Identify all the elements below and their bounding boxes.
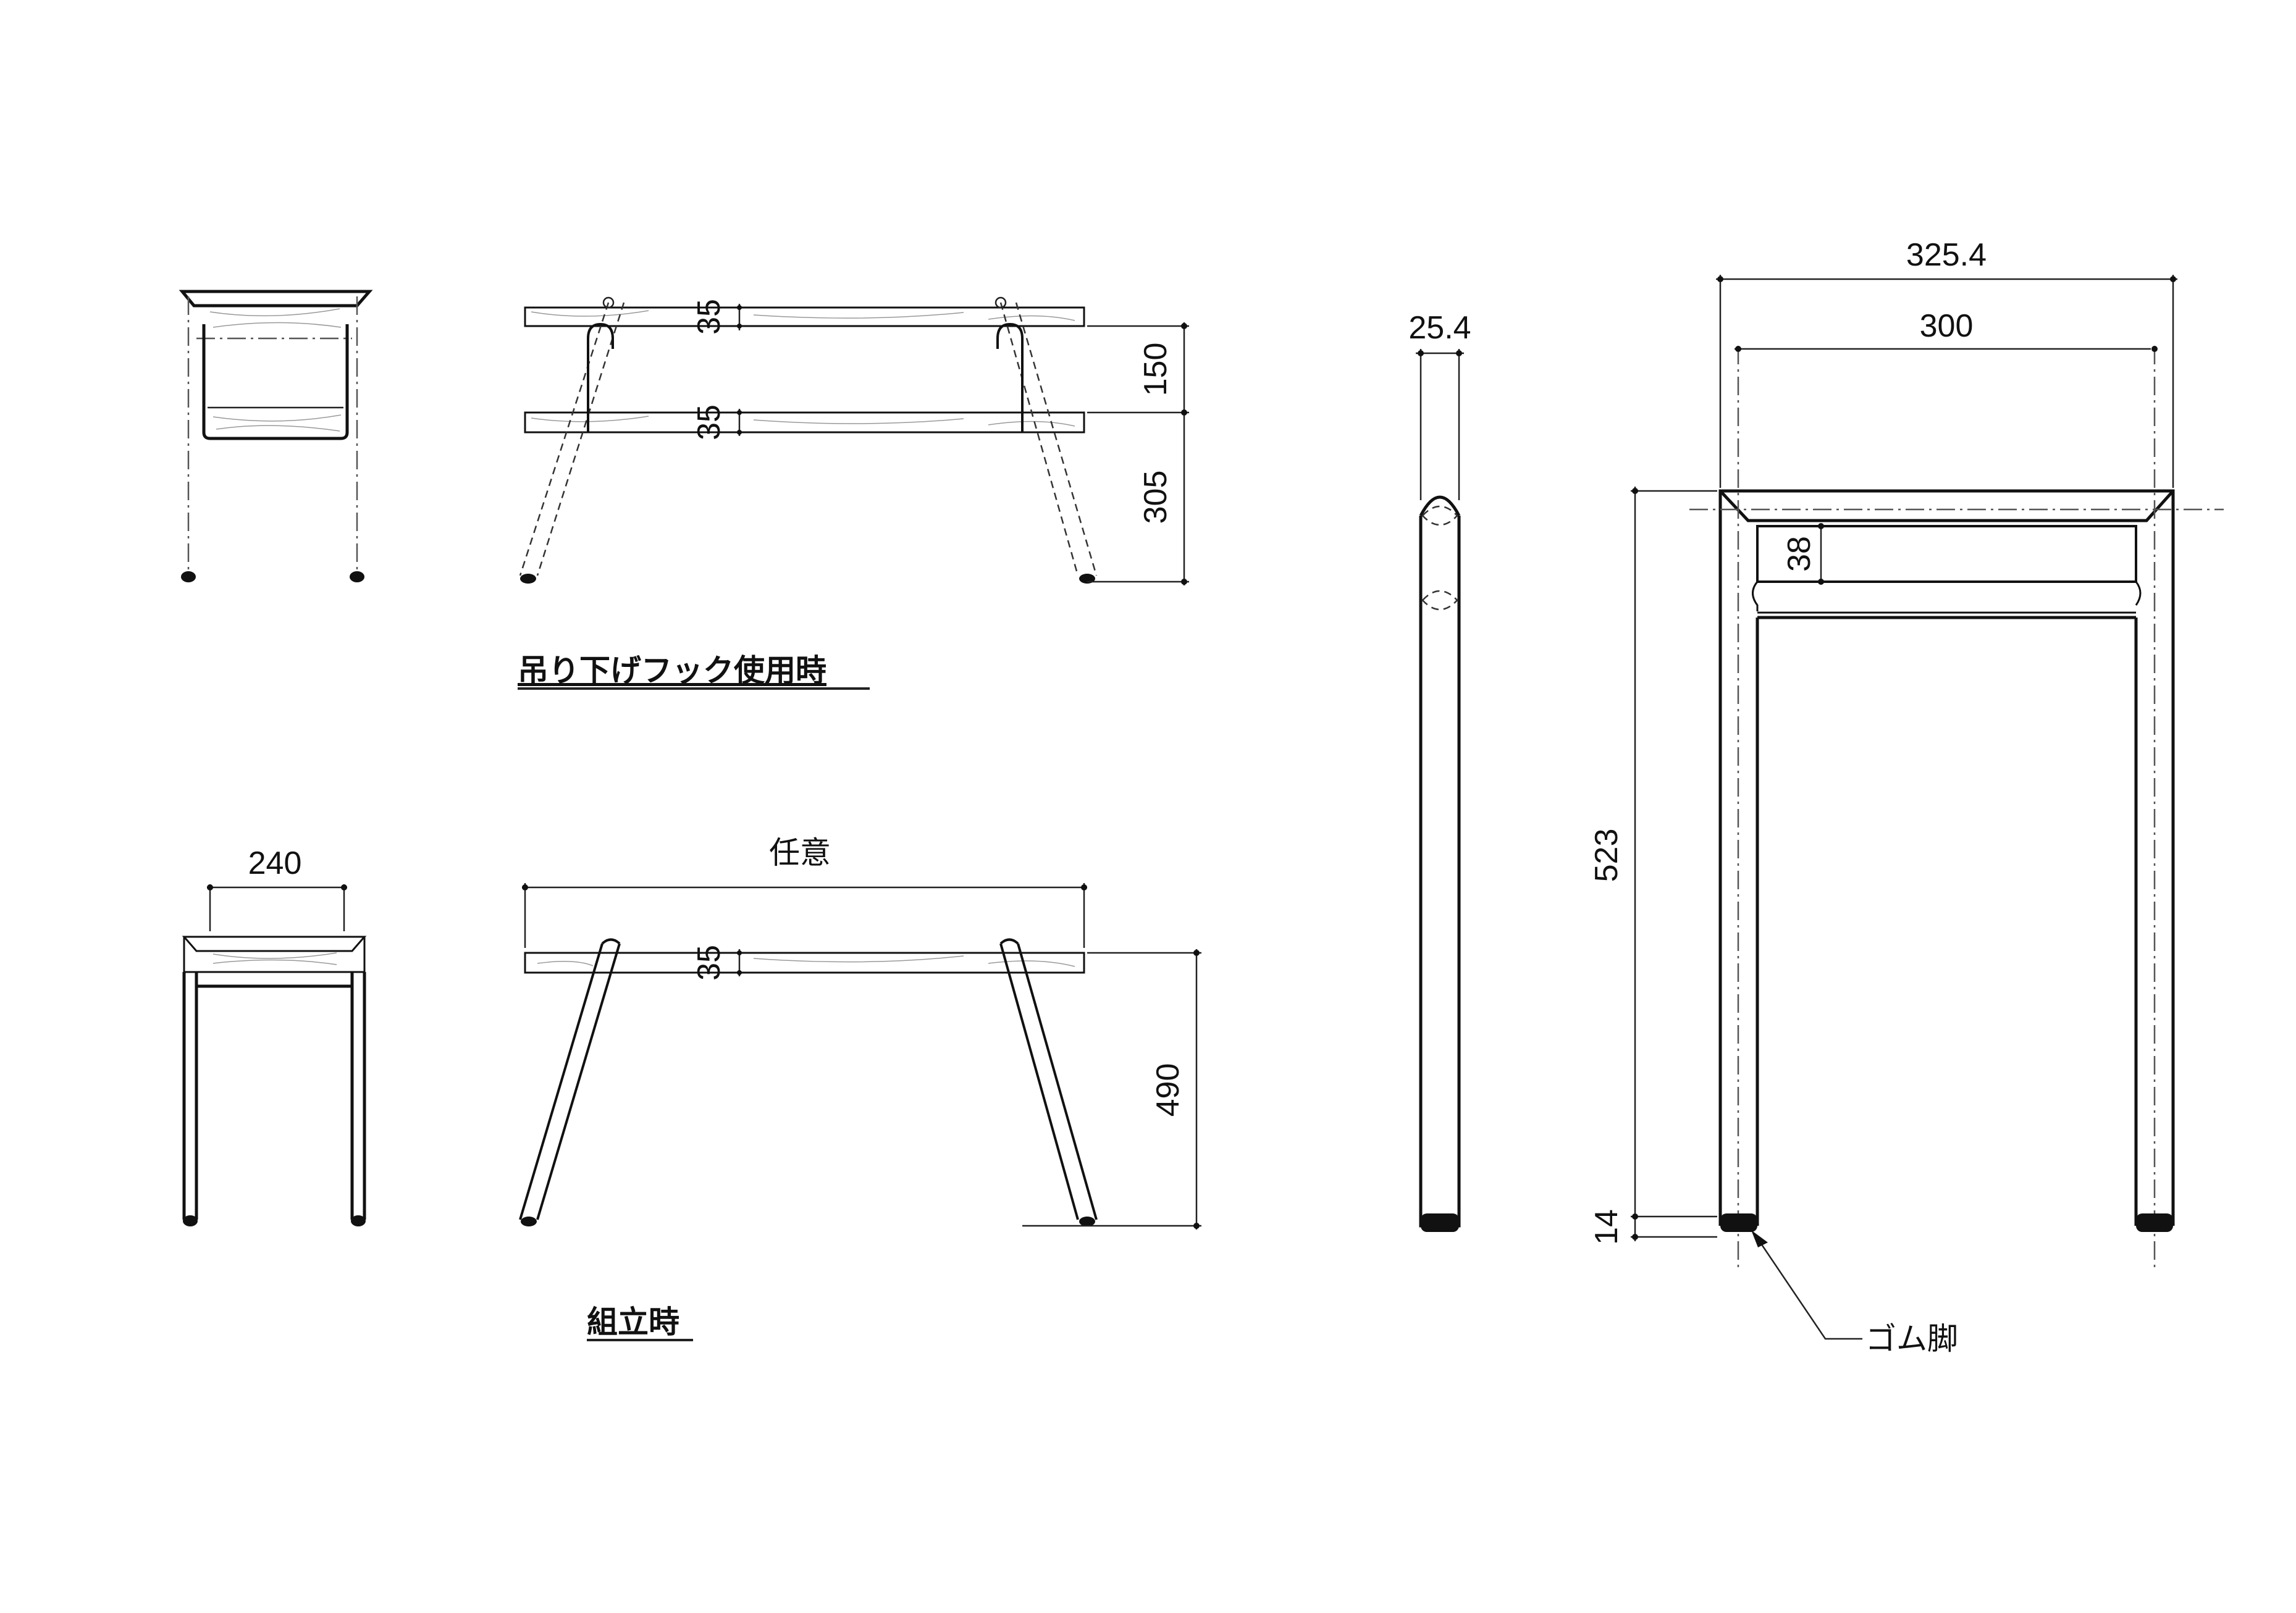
frame-front-view: [1631, 275, 2224, 1340]
dim-hook-spacing: 150: [1138, 343, 1174, 396]
hanging-side-view: [519, 296, 1189, 585]
dim-frame-inner-width: 300: [1920, 308, 1974, 344]
dimension-labels: 35 35 150 305 240 任意 35 490 25.4 325.4 3…: [248, 237, 1987, 1245]
note-rubber-foot: ゴム脚: [1865, 1321, 1958, 1357]
dim-assembled-width: 240: [248, 845, 302, 881]
dim-pipe-diameter: 25.4: [1408, 310, 1471, 346]
title-hanging-hook: 吊り下げフック使用時: [518, 653, 826, 689]
view-titles: 吊り下げフック使用時 組立時 ゴム脚: [518, 653, 1958, 1357]
dim-hook-board-bottom: 35: [691, 404, 727, 440]
title-assembled: 組立時: [587, 1304, 679, 1340]
assembled-side-view: [519, 883, 1201, 1230]
dim-frame-height: 523: [1589, 829, 1625, 882]
dim-hook-board-top: 35: [691, 299, 727, 335]
dim-board-thickness: 38: [1781, 536, 1817, 572]
dim-foot-height: 14: [1589, 1209, 1625, 1245]
dim-frame-outer-width: 325.4: [1906, 237, 1987, 273]
dim-assembled-length: 任意: [769, 835, 831, 871]
dim-assembled-height: 490: [1150, 1063, 1186, 1117]
dim-hook-leg: 305: [1138, 471, 1174, 524]
dim-assembled-board: 35: [691, 945, 727, 981]
assembled-end-view: [182, 884, 367, 1226]
hanging-end-view: [179, 290, 373, 582]
pipe-leg-view: [1416, 349, 1464, 1232]
